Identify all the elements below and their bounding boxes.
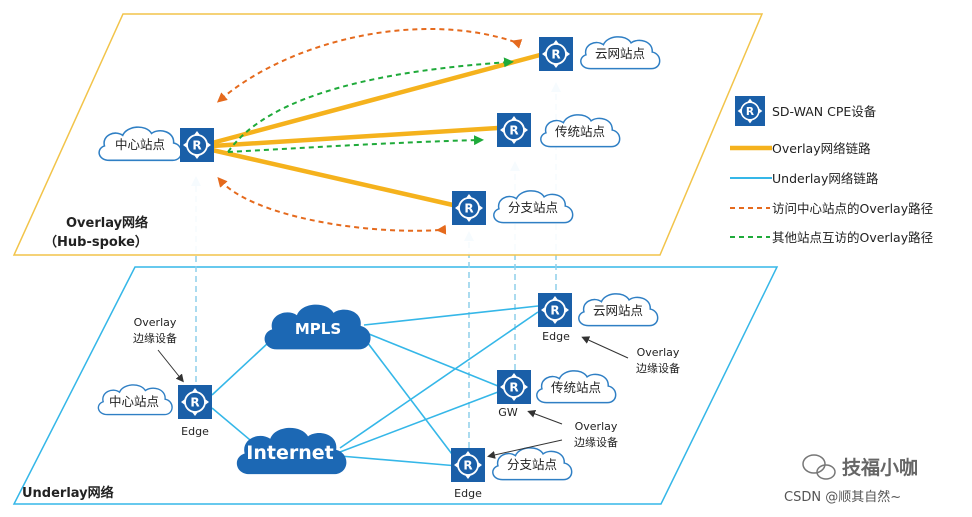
overlay-cloud-site-label: 云网站点 [595, 46, 645, 61]
underlay-cloud-edge-label: Edge [542, 330, 570, 343]
overlay-cloud-router-icon [539, 37, 573, 71]
mpls-cloud: MPLS [264, 304, 371, 350]
legend-item-cpe: SD-WAN CPE设备 [735, 96, 877, 126]
callout-right-bottom: Overlay 边缘设备 [487, 410, 618, 459]
underlay-title: Underlay网络 [22, 485, 114, 501]
underlay-center-site-label: 中心站点 [109, 394, 159, 409]
overlay-center-site: 中心站点 [98, 126, 214, 162]
overlay-traditional-site-label: 传统站点 [555, 124, 605, 139]
legend-access-center-label: 访问中心站点的Overlay路径 [772, 201, 933, 216]
overlay-branch-site-label: 分支站点 [508, 200, 558, 215]
callout-left: Overlay 边缘设备 [133, 316, 184, 383]
site-mutual-paths [227, 57, 514, 153]
overlay-subtitle: （Hub-spoke） [44, 234, 148, 250]
legend-item-overlay-link: Overlay网络链路 [730, 141, 871, 156]
legend-site-mutual-label: 其他站点互访的Overlay路径 [772, 230, 933, 245]
wechat-icon [802, 454, 836, 480]
legend-item-site-mutual: 其他站点互访的Overlay路径 [730, 230, 933, 245]
underlay-links [211, 305, 539, 467]
overlay-traditional-router-icon [497, 113, 531, 147]
legend-overlay-link-label: Overlay网络链路 [772, 141, 871, 156]
underlay-center-router-icon [178, 385, 212, 419]
legend-item-access-center: 访问中心站点的Overlay路径 [730, 201, 933, 216]
legend: SD-WAN CPE设备 Overlay网络链路 Underlay网络链路 访问… [730, 96, 933, 245]
overlay-branch-router-icon [452, 191, 486, 225]
legend-router-icon [735, 96, 765, 126]
internet-cloud: Internet [236, 427, 347, 475]
underlay-center-site: 中心站点 Edge [97, 384, 212, 438]
underlay-center-edge-label: Edge [181, 425, 209, 438]
underlay-branch-router-icon [451, 448, 485, 482]
underlay-traditional-site-label: 传统站点 [551, 380, 601, 395]
watermark: 技福小咖 CSDN @顺其自然~ [784, 454, 918, 505]
watermark-brand: 技福小咖 [842, 456, 918, 479]
watermark-credit: CSDN @顺其自然~ [784, 489, 901, 505]
legend-cpe-label: SD-WAN CPE设备 [772, 104, 877, 119]
callout-right-top: Overlay 边缘设备 [581, 336, 680, 375]
underlay-branch-site-label: 分支站点 [507, 457, 557, 472]
overlay-cloud-site: 云网站点 [539, 36, 661, 71]
callout-right-top-line2: 边缘设备 [636, 361, 680, 375]
overlay-center-site-label: 中心站点 [115, 137, 165, 152]
legend-item-underlay-link: Underlay网络链路 [730, 171, 879, 186]
callout-right-bottom-line2: 边缘设备 [574, 435, 618, 449]
overlay-traditional-site: 传统站点 [497, 113, 621, 148]
underlay-traditional-router-icon [497, 370, 531, 404]
underlay-branch-site: 分支站点 Edge [451, 447, 573, 500]
underlay-gw-label: GW [498, 406, 518, 419]
underlay-traditional-site: 传统站点 GW [497, 370, 617, 419]
overlay-title: Overlay网络 [66, 215, 148, 231]
mpls-label: MPLS [295, 320, 341, 338]
callout-right-bottom-line1: Overlay [575, 420, 618, 433]
legend-underlay-link-label: Underlay网络链路 [772, 171, 879, 186]
underlay-cloud-site: 云网站点 Edge [538, 293, 659, 343]
underlay-branch-edge-label: Edge [454, 487, 482, 500]
underlay-cloud-router-icon [538, 293, 572, 327]
callout-right-top-line1: Overlay [637, 346, 680, 359]
underlay-plane [12, 266, 779, 505]
internet-label: Internet [246, 442, 333, 464]
callout-left-line1: Overlay [134, 316, 177, 329]
overlay-center-router-icon [180, 128, 214, 162]
overlay-branch-site: 分支站点 [452, 190, 574, 225]
underlay-cloud-site-label: 云网站点 [593, 303, 643, 318]
callout-left-line2: 边缘设备 [133, 331, 177, 345]
access-center-paths [216, 28, 523, 235]
